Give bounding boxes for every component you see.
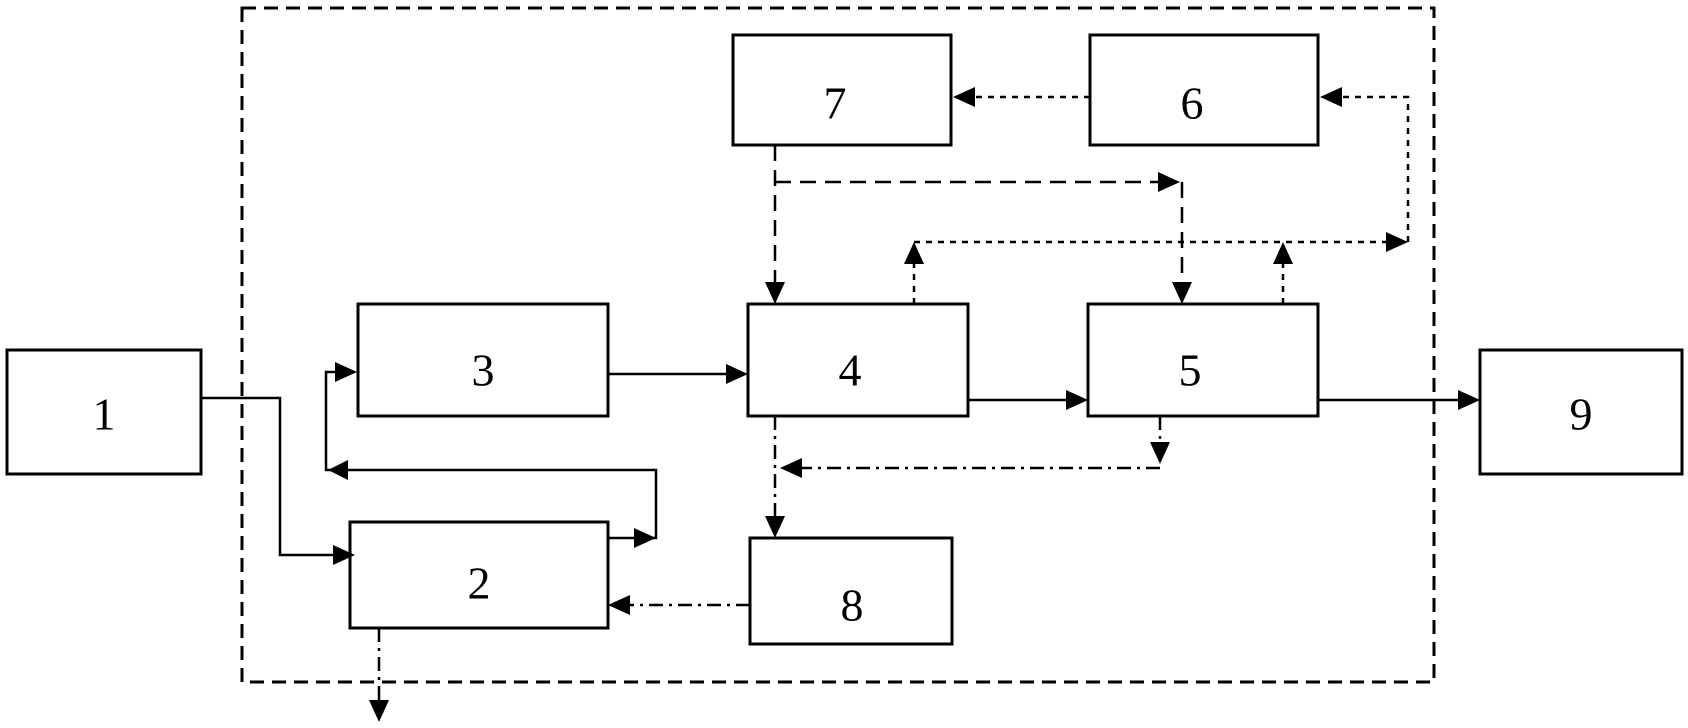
block-8-label: 8 xyxy=(841,580,864,631)
arrowhead-loop-left xyxy=(328,460,348,480)
block-2: 2 xyxy=(348,520,610,630)
block-7-label: 7 xyxy=(824,78,847,129)
arrowhead-4-up xyxy=(904,242,924,264)
arrowhead-bus-right xyxy=(1386,232,1408,252)
arrowhead-into-4 xyxy=(726,364,748,384)
arrowhead-into-7 xyxy=(953,87,975,107)
block-9-label: 9 xyxy=(1570,389,1593,440)
block-8: 8 xyxy=(748,536,954,646)
block-4: 4 xyxy=(746,302,970,418)
arrowhead-5-up xyxy=(1273,242,1293,264)
block-3-label: 3 xyxy=(472,345,495,396)
block-2-label: 2 xyxy=(468,558,491,609)
block-3: 3 xyxy=(356,302,610,418)
connector-1-to-2 xyxy=(201,396,336,557)
block-9: 9 xyxy=(1478,348,1684,476)
block-1: 1 xyxy=(5,348,203,476)
arrowhead-into-3 xyxy=(335,362,357,382)
connector-bus-to-6 xyxy=(1340,95,1410,242)
arrowhead-7-into-5 xyxy=(1172,282,1192,304)
block-5-label: 5 xyxy=(1179,345,1202,396)
arrowhead-into-5 xyxy=(1066,390,1088,410)
arrowhead-5-down xyxy=(1150,442,1170,464)
arrowhead-into-9 xyxy=(1458,390,1480,410)
block-6-label: 6 xyxy=(1181,78,1204,129)
arrowhead-8-into-2 xyxy=(608,595,630,615)
arrowhead-into-8 xyxy=(765,516,785,538)
arrowhead-return-left xyxy=(780,458,802,478)
block-7: 7 xyxy=(731,33,953,147)
block-6: 6 xyxy=(1088,33,1320,147)
arrowhead-7-into-4 xyxy=(765,282,785,304)
arrowhead-into-2 xyxy=(333,545,355,565)
block-1-label: 1 xyxy=(93,389,116,440)
block-4-label: 4 xyxy=(839,345,862,396)
arrowhead-loop-right xyxy=(634,528,656,548)
system-boundary-frame xyxy=(240,6,1436,684)
arrowhead-into-6 xyxy=(1320,87,1342,107)
block-5: 5 xyxy=(1086,302,1320,418)
arrowhead-7-branch xyxy=(1158,172,1180,192)
arrowhead-2-output xyxy=(369,700,389,722)
